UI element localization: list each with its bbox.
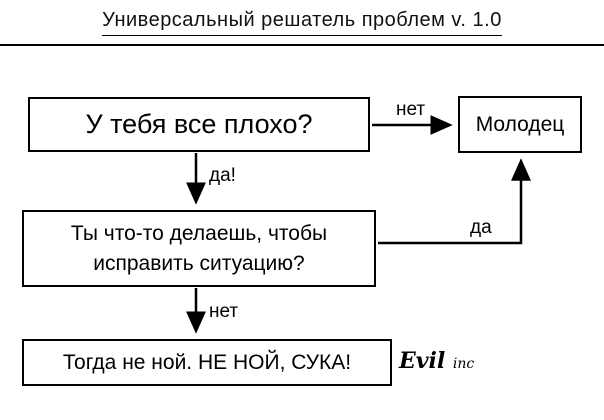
node-question-everything-bad-label: У тебя все плохо?	[85, 109, 313, 139]
node-question-doing-something-line1: Ты что-то делаешь, чтобы	[70, 222, 328, 246]
page-title: Универсальный решатель проблем v. 1.0	[0, 9, 604, 36]
title-divider	[0, 44, 604, 46]
watermark-evil-inc: Evil inc	[399, 348, 474, 374]
node-question-doing-something-line2: исправить ситуацию?	[93, 251, 305, 275]
node-question-everything-bad: У тебя все плохо?	[28, 97, 370, 152]
node-final-dont-whine: Тогда не ной. НЕ НОЙ, СУКА!	[22, 339, 392, 386]
watermark-suffix: inc	[452, 356, 475, 372]
node-result-well-done: Молодец	[458, 96, 582, 153]
arrow-yes-to-result	[378, 158, 531, 245]
edge-label-yes-down: да!	[207, 165, 238, 187]
watermark-name: Evil	[399, 348, 446, 374]
node-final-dont-whine-label: Тогда не ной. НЕ НОЙ, СУКА!	[62, 350, 352, 374]
node-result-well-done-label: Молодец	[475, 112, 565, 136]
edge-label-yes-right: да	[468, 217, 494, 239]
edge-label-no-bottom: нет	[207, 301, 241, 323]
node-question-doing-something: Ты что-то делаешь, чтобы исправить ситуа…	[22, 210, 376, 287]
edge-label-no-top: нет	[394, 99, 428, 121]
page-title-text: Универсальный решатель проблем v. 1.0	[102, 9, 502, 36]
